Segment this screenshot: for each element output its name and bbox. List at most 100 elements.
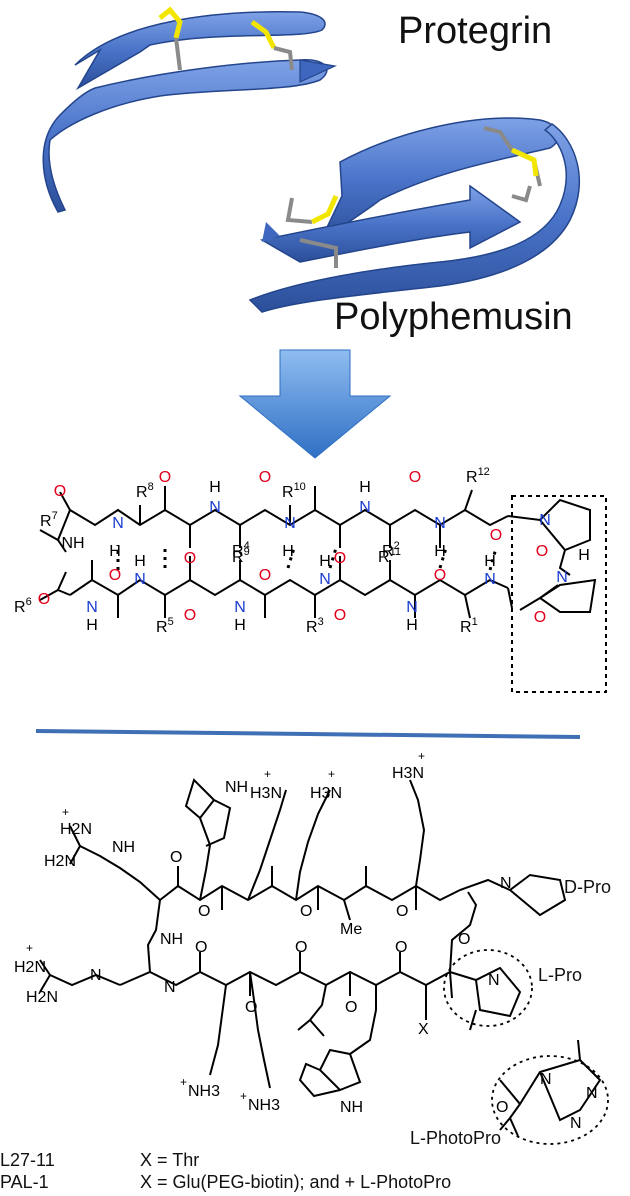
atom-o: O [536, 543, 548, 560]
atom-h: H [86, 617, 98, 634]
section-divider [35, 729, 581, 739]
atom-n: N [112, 515, 124, 532]
legend-row2-text: X = Glu(PEG-biotin); and + L-PhotoPro [140, 1172, 452, 1192]
atom-n: N [406, 599, 418, 616]
atom-n: N [134, 571, 146, 588]
r-group: R2 [382, 540, 400, 560]
atom-n: N [319, 571, 331, 588]
atom-h: H [434, 543, 446, 560]
atom-h2n: H2N [14, 959, 46, 976]
atom-o: O [259, 567, 271, 584]
atom-o: O [395, 939, 407, 956]
atom-n: N [359, 499, 371, 516]
atom-n: N [539, 512, 551, 529]
polyphemusin-label: Polyphemusin [334, 296, 573, 338]
legend-row1-name: L27-11 [0, 1150, 55, 1170]
atom-n: N [556, 569, 568, 586]
atom-me: Me [340, 921, 362, 938]
atom-o: O [490, 527, 502, 544]
atom-n: N [500, 875, 512, 892]
atom-h2n: H2N [60, 821, 92, 838]
r-group: R12 [466, 466, 490, 486]
atom-n: N [586, 1085, 598, 1102]
polyphemusin-ribbon [248, 117, 580, 313]
r-group: R7 [40, 510, 58, 530]
atom-n: N [90, 967, 102, 984]
atom-n: N [488, 972, 500, 989]
l-photopro-label: L-PhotoPro [410, 1128, 502, 1148]
atom-n: N [570, 1115, 582, 1132]
charge-plus: + [180, 1075, 187, 1089]
atom-o: O [54, 483, 66, 500]
atom-o: O [259, 469, 271, 486]
atom-o: O [184, 607, 196, 624]
charge-plus: + [328, 767, 335, 781]
atom-o: O [198, 903, 210, 920]
r-group: R8 [136, 481, 154, 501]
atom-h: H [234, 617, 246, 634]
charge-plus: + [240, 1089, 247, 1103]
l-pro-label: L-Pro [538, 965, 583, 985]
atom-o: O [109, 567, 121, 584]
atom-n: N [234, 599, 246, 616]
atom-nh: NH [160, 931, 183, 948]
atom-n: N [164, 979, 176, 996]
r-group: R3 [306, 616, 324, 636]
r-group: R9 [232, 546, 250, 566]
atom-h: H [319, 553, 331, 570]
atom-h: H [109, 543, 121, 560]
atom-o: O [159, 469, 171, 486]
atom-h: H [484, 553, 496, 570]
r-group: R5 [156, 616, 174, 636]
r-group: R4 [232, 540, 250, 560]
atom-o: O [184, 550, 196, 567]
charge-plus: + [26, 941, 33, 955]
r-group: R10 [282, 481, 306, 501]
charge-plus: + [264, 767, 271, 781]
protegrin-label: Protegrin [398, 10, 553, 52]
atom-nh3: NH3 [188, 1083, 220, 1100]
legend-row2-name: PAL-1 [0, 1172, 49, 1192]
hairpin-template-structure: O N H O O N H O N H O N H O N H O N O H … [14, 466, 607, 693]
atom-n: N [284, 515, 296, 532]
atom-nh: NH [340, 1099, 363, 1116]
atom-o: O [170, 849, 182, 866]
atom-h: H [209, 479, 221, 496]
charge-plus: + [418, 749, 425, 763]
r-group: R11 [378, 546, 401, 566]
atom-nh3: NH3 [248, 1097, 280, 1114]
atom-n: N [86, 599, 98, 616]
atom-o: O [300, 903, 312, 920]
atom-h3n: H3N [250, 785, 282, 802]
atom-h: H [406, 617, 418, 634]
protegrin-ribbon [42, 6, 338, 213]
atom-n: N [540, 1071, 552, 1088]
atom-h3n: H3N [310, 785, 342, 802]
atom-h3n: H3N [392, 765, 424, 782]
atom-o: O [345, 999, 357, 1016]
atom-nh: NH [112, 839, 135, 856]
atom-nh: NH [225, 779, 248, 796]
atom-o: O [496, 1099, 508, 1116]
atom-o: O [195, 939, 207, 956]
down-arrow-icon [238, 349, 392, 459]
atom-o: O [434, 567, 446, 584]
charge-plus: + [62, 805, 69, 819]
atom-h: H [134, 553, 146, 570]
atom-h: H [359, 479, 371, 496]
atom-n: N [434, 515, 446, 532]
atom-h: H [578, 547, 590, 564]
atom-n: N [484, 571, 496, 588]
atom-h: H [282, 543, 294, 560]
atom-o: O [458, 931, 470, 948]
atom-o: O [38, 591, 50, 608]
atom-o: O [245, 999, 257, 1016]
protein-ribbons-figure [35, 6, 581, 739]
atom-nh: NH [61, 535, 84, 552]
atom-n: N [209, 499, 221, 516]
r-group: R6 [14, 596, 32, 616]
atom-o: O [334, 550, 346, 567]
atom-o: O [295, 939, 307, 956]
atom-o: O [534, 609, 546, 626]
